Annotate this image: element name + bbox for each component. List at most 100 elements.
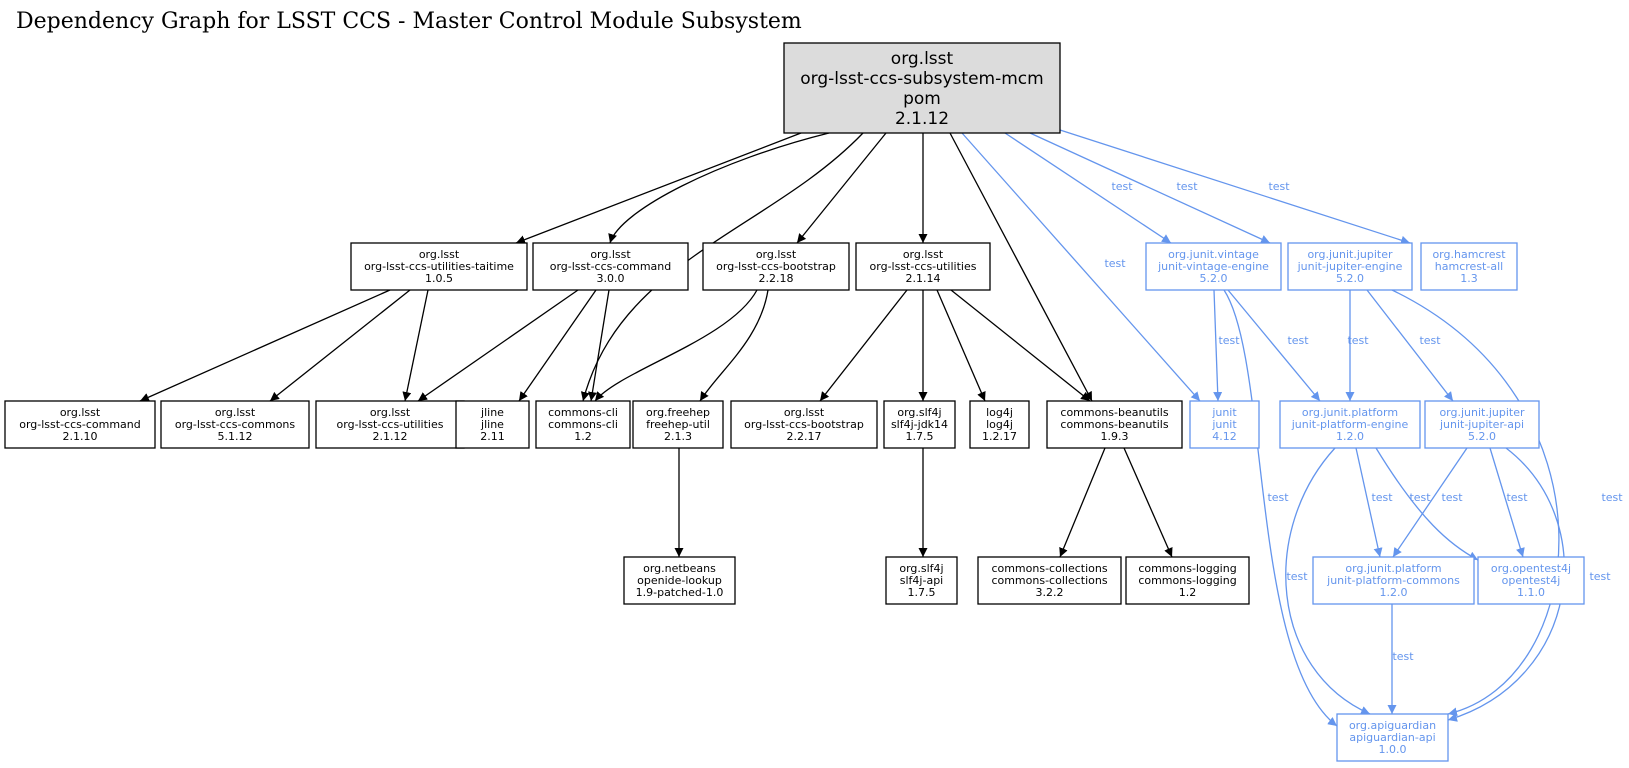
edge-taitime-to-commons5112	[269, 289, 411, 402]
edge-beanutils-to-logging	[1123, 447, 1173, 558]
edge-label-platengine-to-opentest4j: test	[1409, 491, 1431, 504]
edge-platengine-to-platcommons	[1355, 447, 1383, 558]
edge-root-to-hamcrest	[1059, 129, 1411, 245]
edge-taitime-to-command2110	[139, 289, 391, 402]
node-line: 1.7.5	[908, 586, 936, 599]
node-line: 2.1.12	[895, 109, 949, 129]
node-line: org.lsst	[419, 248, 460, 261]
graph-title: Dependency Graph for LSST CCS - Master C…	[16, 9, 802, 34]
edge-beanutils-to-collections	[1059, 447, 1106, 558]
node-line: commons-beanutils	[1060, 418, 1168, 431]
node-line: commons-beanutils	[1060, 406, 1168, 419]
node-line: org.lsst	[891, 49, 954, 69]
node-collections: commons-collectionscommons-collections3.…	[977, 556, 1122, 605]
edge-root-to-taitime	[515, 132, 802, 244]
node-line: org.hamcrest	[1432, 248, 1506, 261]
edge-label-jupapi-to-opentest4j: test	[1506, 491, 1528, 504]
node-line: slf4j-api	[900, 574, 943, 587]
edge-label-jupapi-to-apiguardian: test	[1589, 570, 1611, 583]
edge-label-platengine-to-apiguardian: test	[1286, 570, 1308, 583]
node-box	[1477, 556, 1585, 605]
node-line: 5.1.12	[218, 430, 253, 443]
node-line: 1.1.0	[1517, 586, 1545, 599]
node-box	[535, 400, 631, 449]
edge-label-jupengine-to-apiguardian: test	[1601, 491, 1623, 504]
node-line: 1.9-patched-1.0	[636, 586, 724, 599]
node-box	[315, 400, 465, 449]
node-line: junit-vintage-engine	[1157, 260, 1269, 273]
node-line: 2.1.10	[63, 430, 98, 443]
node-line: junit-jupiter-engine	[1297, 260, 1403, 273]
node-line: org-lsst-ccs-command	[550, 260, 672, 273]
node-line: org.junit.vintage	[1168, 248, 1259, 261]
node-line: 1.7.5	[906, 430, 934, 443]
node-openide: org.netbeansopenide-lookup1.9-patched-1.…	[623, 556, 736, 605]
node-line: 1.2.17	[982, 430, 1017, 443]
node-line: org-lsst-ccs-utilities	[337, 418, 444, 431]
node-line: apiguardian-api	[1349, 731, 1435, 744]
node-box	[969, 400, 1030, 449]
edge-taitime-to-utilities2112	[402, 289, 429, 402]
node-line: 2.11	[480, 430, 505, 443]
node-line: org-lsst-ccs-utilities	[870, 260, 977, 273]
node-line: org.apiguardian	[1349, 719, 1436, 732]
node-box	[855, 242, 991, 291]
edge-root-to-junit	[961, 132, 1201, 402]
node-line: org.lsst	[370, 406, 411, 419]
node-line: org.lsst	[784, 406, 825, 419]
node-line: org.slf4j	[899, 562, 943, 575]
edge-label-vintage-to-apiguardian: test	[1267, 491, 1289, 504]
node-line: commons-logging	[1138, 574, 1236, 587]
edge-utilities2114-to-bootstrap2217	[819, 289, 908, 402]
node-line: org-lsst-ccs-commons	[175, 418, 296, 431]
node-layer: org.lsstorg-lsst-ccs-subsystem-mcmpom2.1…	[4, 42, 1585, 762]
edge-jupengine-to-jupapi	[1366, 289, 1454, 402]
node-line: pom	[903, 89, 941, 109]
edge-jupapi-to-opentest4j	[1489, 447, 1525, 558]
edge-root-to-beanutils	[949, 132, 1093, 402]
node-line: org-lsst-ccs-bootstrap	[716, 260, 836, 273]
node-line: jline	[480, 418, 504, 431]
node-line: org-lsst-ccs-command	[19, 418, 141, 431]
edge-label-jupengine-to-jupapi: test	[1419, 334, 1441, 347]
node-box	[455, 400, 530, 449]
node-line: commons-collections	[991, 574, 1107, 587]
node-line: 2.2.18	[759, 272, 794, 285]
node-line: org.lsst	[903, 248, 944, 261]
node-line: 1.2	[574, 430, 592, 443]
node-box	[1189, 400, 1260, 449]
edge-root-to-command300	[608, 132, 830, 244]
edge-vintage-to-platengine	[1227, 289, 1321, 402]
node-taitime: org.lsstorg-lsst-ccs-utilities-taitime1.…	[350, 242, 528, 291]
edge-bootstrap2218-to-commonscli	[594, 289, 758, 402]
edge-label-vintage-to-platengine: test	[1287, 334, 1309, 347]
node-platengine: org.junit.platformjunit-platform-engine1…	[1279, 400, 1421, 449]
node-line: junit-jupiter-api	[1439, 418, 1524, 431]
edge-label-jupengine-to-platengine: test	[1347, 334, 1369, 347]
node-line: 2.1.3	[664, 430, 692, 443]
node-box	[977, 556, 1122, 605]
node-line: junit-platform-engine	[1291, 418, 1409, 431]
node-line: log4j	[986, 406, 1013, 419]
node-line: commons-collections	[991, 562, 1107, 575]
node-line: 3.0.0	[597, 272, 625, 285]
node-line: org.junit.jupiter	[1307, 248, 1393, 261]
node-line: org.freehep	[646, 406, 710, 419]
node-box	[1279, 400, 1421, 449]
